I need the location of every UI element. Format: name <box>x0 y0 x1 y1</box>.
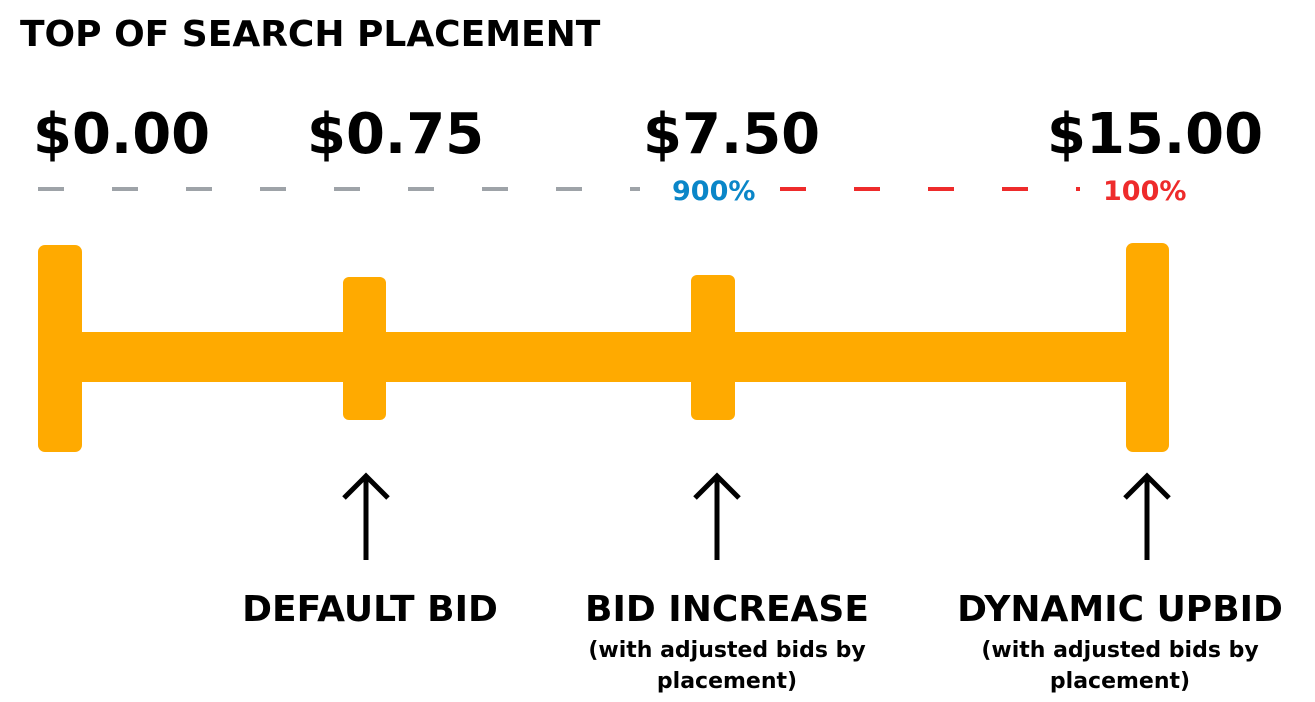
tick-default-bid <box>343 277 386 420</box>
label-default-bid: DEFAULT BID <box>242 589 498 630</box>
tick-end <box>1126 243 1169 452</box>
price-label-default: $0.75 <box>307 102 484 167</box>
scale-bar <box>60 332 1150 382</box>
price-label-zero: $0.00 <box>33 102 210 167</box>
percent-upbid-label: 100% <box>1103 176 1186 207</box>
price-label-max: $15.00 <box>1047 102 1263 167</box>
tick-start <box>38 245 82 452</box>
percent-increase-label: 900% <box>672 176 755 207</box>
arrow-up-icon <box>693 472 741 560</box>
note-bid-increase-line2: placement) <box>657 669 797 694</box>
tick-bid-increase <box>691 275 735 420</box>
label-dynamic-upbid: DYNAMIC UPBID <box>957 589 1283 630</box>
arrow-up-icon <box>1123 472 1171 560</box>
price-label-increase: $7.50 <box>643 102 820 167</box>
note-bid-increase-line1: (with adjusted bids by <box>588 638 865 663</box>
note-dynamic-upbid-line1: (with adjusted bids by <box>981 638 1258 663</box>
diagram-title: TOP OF SEARCH PLACEMENT <box>20 14 601 55</box>
note-dynamic-upbid-line2: placement) <box>1050 669 1190 694</box>
arrow-up-icon <box>342 472 390 560</box>
label-bid-increase: BID INCREASE <box>585 589 869 630</box>
